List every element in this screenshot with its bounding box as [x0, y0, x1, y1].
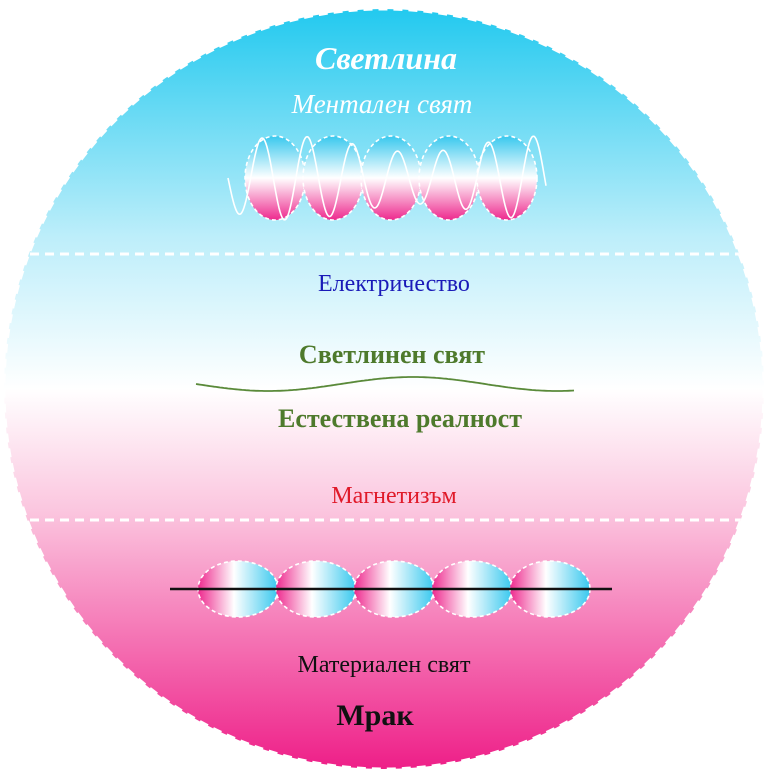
- label-electricity: Електричество: [318, 271, 470, 297]
- mental-bead: [418, 135, 480, 221]
- title-light: Светлина: [315, 40, 457, 76]
- label-light-world: Светлинен свят: [299, 340, 485, 369]
- label-darkness: Мрак: [336, 699, 414, 732]
- mental-world-bead-chain: [244, 135, 538, 221]
- label-material-world: Материален свят: [298, 652, 471, 678]
- mental-world-wave: [227, 135, 547, 221]
- subtitle-mental-world: Ментален свят: [291, 89, 473, 119]
- label-natural-reality: Естествена реалност: [278, 404, 522, 433]
- mental-bead: [360, 135, 422, 221]
- label-magnetism: Магнетизъм: [331, 483, 456, 509]
- light-world-wave: [195, 376, 575, 392]
- disc-border: [2, 7, 766, 771]
